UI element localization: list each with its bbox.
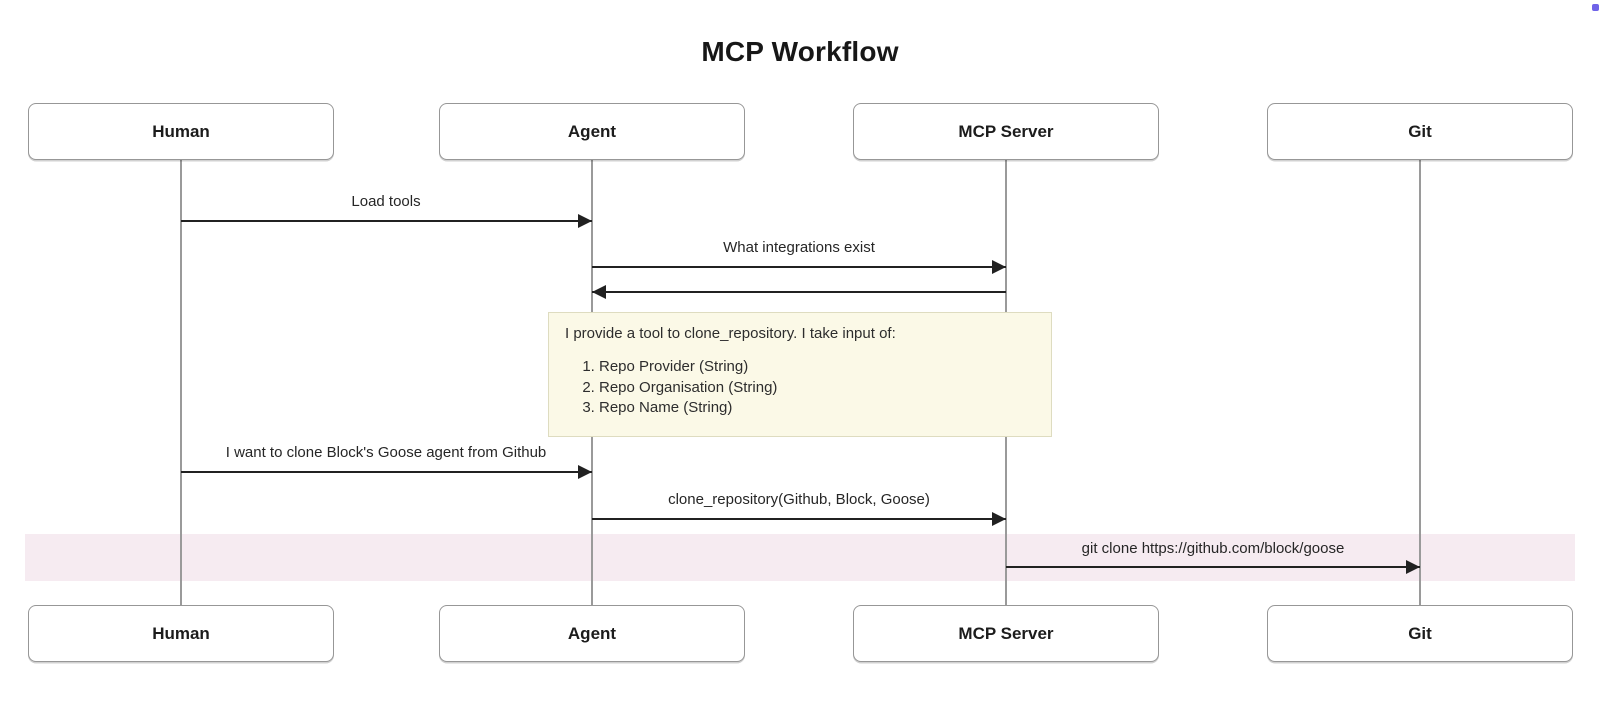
actor-top-agent: Agent [439, 103, 745, 160]
lifeline-git [1419, 160, 1421, 606]
message-arrow-integrations [592, 266, 1006, 268]
actor-label: Agent [567, 121, 617, 141]
note-list: Repo Provider (String) Repo Organisation… [565, 357, 1035, 419]
actor-top-git: Git [1267, 103, 1573, 160]
note-list-item: Repo Name (String) [599, 398, 1035, 419]
message-arrow-reply [592, 291, 1006, 293]
message-label: Load tools [351, 193, 421, 210]
actor-top-human: Human [28, 103, 334, 160]
actor-label: Human [152, 121, 210, 141]
highlight-band [25, 534, 1575, 581]
arrowhead-icon [1406, 560, 1420, 574]
actor-bottom-agent: Agent [439, 605, 745, 662]
message-label: I want to clone Block's Goose agent from… [225, 444, 547, 461]
arrowhead-icon [992, 260, 1006, 274]
actor-bottom-mcp-server: MCP Server [853, 605, 1159, 662]
arrowhead-icon [592, 285, 606, 299]
actor-bottom-git: Git [1267, 605, 1573, 662]
actor-bottom-human: Human [28, 605, 334, 662]
arrowhead-icon [992, 512, 1006, 526]
actor-top-mcp-server: MCP Server [853, 103, 1159, 160]
lifeline-human [180, 160, 182, 606]
message-label: git clone https://github.com/block/goose [1081, 540, 1345, 557]
actor-label: Git [1408, 121, 1432, 141]
actor-label: Git [1408, 623, 1432, 643]
diagram-title: MCP Workflow [701, 36, 899, 67]
actor-label: Agent [567, 623, 617, 643]
actor-label: MCP Server [958, 623, 1054, 643]
message-label: clone_repository(Github, Block, Goose) [668, 491, 930, 508]
message-arrow-load-tools [181, 220, 592, 222]
arrowhead-icon [578, 214, 592, 228]
message-arrow-clone-repository [592, 518, 1006, 520]
actor-label: Human [152, 623, 210, 643]
note-list-item: Repo Provider (String) [599, 357, 1035, 378]
message-label: What integrations exist [723, 239, 875, 256]
cursor-dot [1592, 4, 1599, 11]
message-arrow-clone-request [181, 471, 592, 473]
note-box: I provide a tool to clone_repository. I … [548, 312, 1052, 437]
note-list-item: Repo Organisation (String) [599, 378, 1035, 399]
note-intro: I provide a tool to clone_repository. I … [565, 325, 896, 342]
arrowhead-icon [578, 465, 592, 479]
actor-label: MCP Server [958, 121, 1054, 141]
message-arrow-git-clone [1006, 566, 1420, 568]
